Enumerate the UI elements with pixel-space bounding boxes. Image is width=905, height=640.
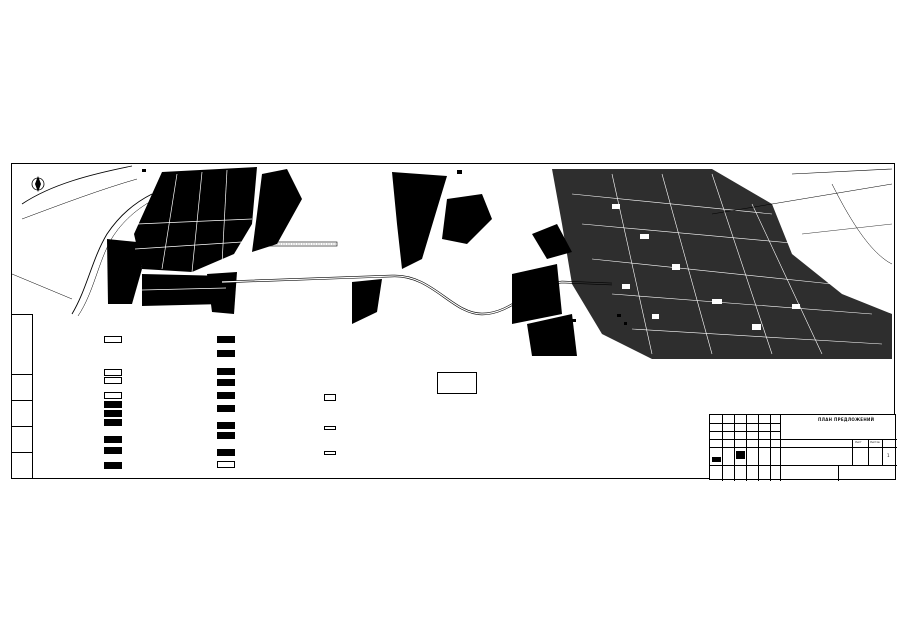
stamp-sheets-label: Листов bbox=[870, 441, 880, 444]
legend-swatch bbox=[104, 392, 122, 399]
legend-swatch bbox=[217, 432, 235, 439]
stamp-grid-line bbox=[770, 415, 771, 481]
stamp-grid-line bbox=[710, 423, 780, 424]
margin-cell bbox=[12, 374, 32, 401]
legend-swatch bbox=[324, 451, 336, 455]
stamp-signature bbox=[712, 457, 721, 462]
binding-margin bbox=[12, 314, 33, 479]
legend-swatch bbox=[217, 422, 235, 429]
map-area bbox=[12, 165, 893, 359]
parcel-dividers bbox=[134, 169, 253, 291]
river-bank-line bbox=[21, 178, 138, 220]
margin-cell bbox=[12, 452, 32, 480]
boundary-line bbox=[791, 168, 893, 175]
boundary-line bbox=[711, 183, 893, 215]
legend-swatch bbox=[217, 392, 235, 399]
stamp-grid-line bbox=[722, 415, 723, 481]
legend-swatch bbox=[324, 426, 336, 430]
stamp-grid-line bbox=[710, 465, 897, 466]
contour-line bbox=[12, 273, 73, 300]
stamp-grid-line bbox=[780, 415, 781, 481]
legend-swatch bbox=[217, 350, 235, 357]
stamp-grid-line bbox=[852, 439, 853, 465]
stamp-grid-line bbox=[758, 415, 759, 481]
legend-swatch bbox=[324, 394, 336, 401]
stamp-grid-line bbox=[882, 439, 883, 465]
river-bank-line bbox=[21, 165, 133, 205]
stamp-grid-line bbox=[746, 415, 747, 481]
legend-swatch bbox=[104, 410, 122, 417]
stamp-sheet-label: Лист bbox=[855, 441, 862, 444]
stamp-title: ПЛАН ПРЕДЛОЖЕНИЙ bbox=[818, 417, 875, 422]
margin-cell bbox=[12, 400, 32, 427]
north-arrow-icon bbox=[31, 176, 45, 192]
legend-swatch bbox=[217, 449, 235, 456]
margin-cell bbox=[12, 426, 32, 453]
parcel-group-left bbox=[107, 167, 302, 314]
river-line bbox=[71, 193, 153, 315]
margin-cell bbox=[12, 314, 32, 375]
title-block: ПЛАН ПРЕДЛОЖЕНИЙ Лист Листов 1 bbox=[709, 414, 897, 481]
legend-swatch bbox=[217, 461, 235, 468]
legend-swatch bbox=[104, 369, 122, 376]
legend-swatch bbox=[217, 379, 235, 386]
boundary-line bbox=[801, 223, 893, 235]
legend-swatch bbox=[217, 368, 235, 375]
urban-area-right bbox=[552, 169, 892, 359]
legend-swatch bbox=[104, 336, 122, 343]
legend-swatch bbox=[104, 401, 122, 408]
river-line bbox=[77, 197, 158, 317]
parcel-group-center bbox=[352, 172, 577, 356]
contour-line bbox=[831, 183, 893, 265]
legend-swatch bbox=[217, 336, 235, 343]
stamp-grid-line bbox=[734, 415, 735, 481]
stamp-sheet-number: 1 bbox=[887, 453, 890, 458]
stamp-grid-line bbox=[838, 465, 839, 481]
scattered-symbols bbox=[142, 169, 627, 325]
legend-swatch bbox=[104, 462, 122, 469]
legend-swatch bbox=[104, 436, 122, 443]
stamp-grid-line bbox=[710, 439, 897, 440]
stamp-grid-line bbox=[710, 431, 780, 432]
stamp-grid-line bbox=[868, 439, 869, 465]
legend-swatch bbox=[104, 419, 122, 426]
stamp-signature bbox=[736, 451, 745, 459]
drawing-sheet: ПЛАН ПРЕДЛОЖЕНИЙ Лист Листов 1 bbox=[11, 163, 897, 481]
legend-swatch bbox=[217, 405, 235, 412]
stamp-grid-line bbox=[710, 447, 897, 448]
legend-swatch bbox=[104, 447, 122, 454]
legend-swatch bbox=[104, 377, 122, 384]
legend-key-box bbox=[437, 372, 477, 394]
